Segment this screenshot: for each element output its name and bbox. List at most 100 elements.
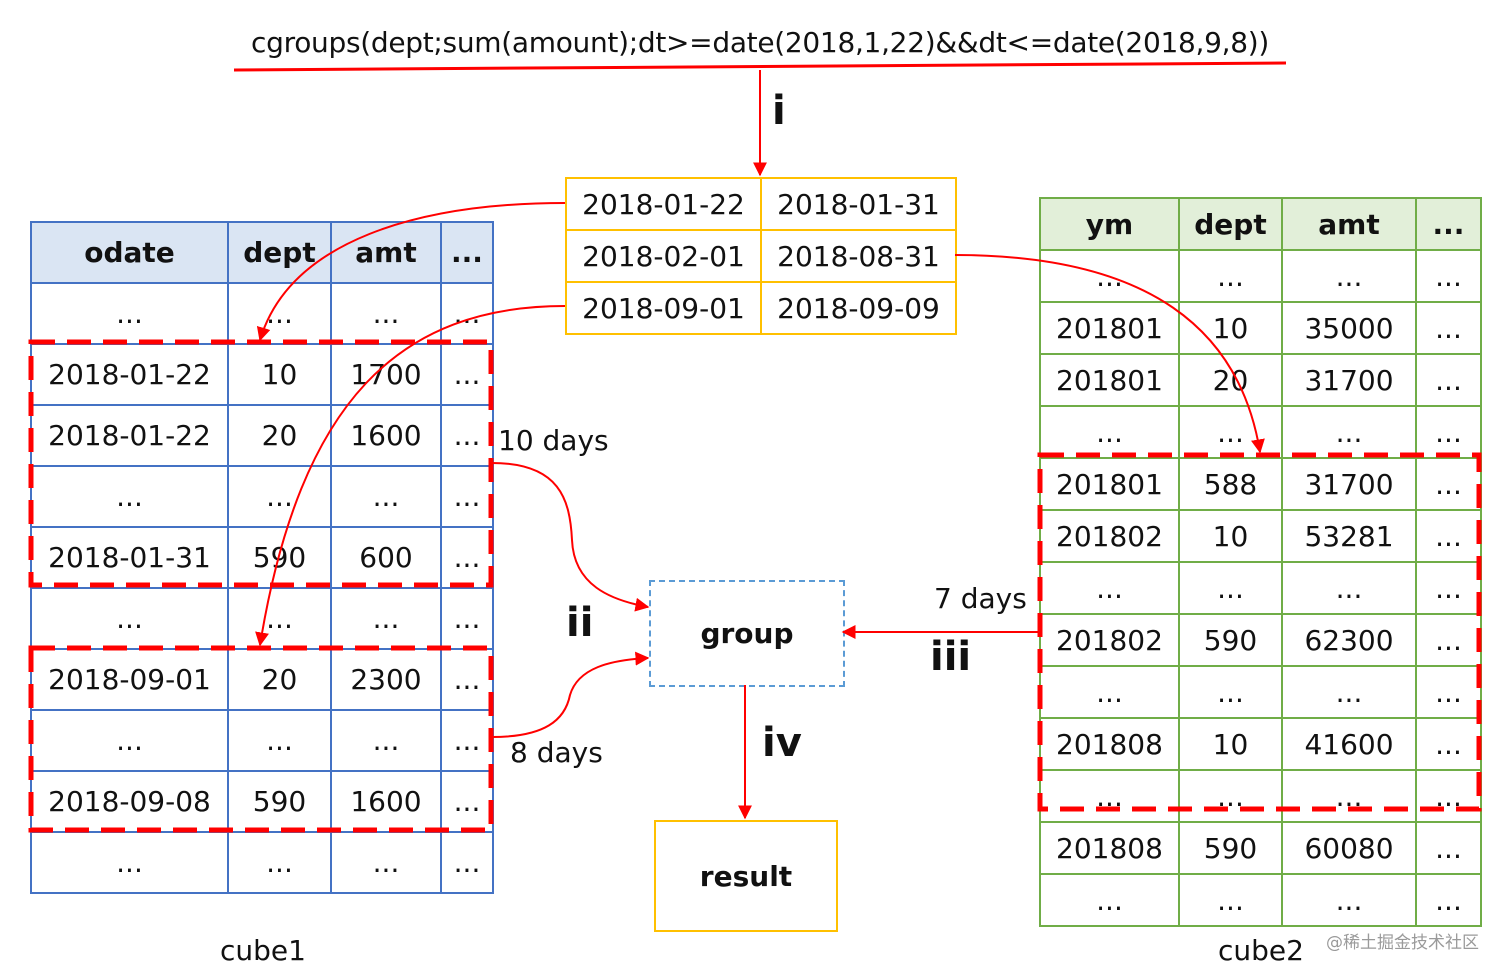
table-cell: ... [1415,613,1482,667]
table-cell: 2018-01-22 [30,343,229,406]
table-cell: 53281 [1281,509,1417,563]
table-cell: ... [330,587,442,650]
cube2-caption: cube2 [1218,934,1304,967]
table-cell: ... [1281,249,1417,303]
table-cell: 20 [1178,353,1283,407]
table-row: ............ [1039,249,1482,303]
query-formula: cgroups(dept;sum(amount);dt>=date(2018,1… [251,26,1269,59]
table-row: ............ [30,587,494,650]
column-header-dept: dept [227,221,332,284]
label-10-days: 10 days [498,424,609,457]
table-cell: ... [440,343,494,406]
table-cell: 590 [227,770,332,833]
table-cell: ... [227,709,332,772]
table-cell: ... [330,831,442,894]
table-cell: ... [1178,769,1283,823]
step-iv-label: iv [762,720,802,766]
table-cell: 201808 [1039,717,1180,771]
table-cell: ... [1415,249,1482,303]
table-cell: 590 [1178,821,1283,875]
table-cell: 1700 [330,343,442,406]
table-cell: 201802 [1039,613,1180,667]
table-cell: 590 [1178,613,1283,667]
table-cell: ... [1178,249,1283,303]
table-cell: ... [440,709,494,772]
table-cell: 201801 [1039,353,1180,407]
table-cell: ... [330,282,442,345]
table-cell: 201801 [1039,301,1180,355]
table-cell: 600 [330,526,442,589]
watermark: @稀土掘金技术社区 [1326,933,1479,953]
table-cell: 35000 [1281,301,1417,355]
table-cell: ... [1415,509,1482,563]
table-cell: ... [30,709,229,772]
table-cell: 1600 [330,770,442,833]
table-row: ............ [1039,561,1482,615]
table-cell: 201808 [1039,821,1180,875]
table-cell: ... [1415,717,1482,771]
table-cell: ... [330,465,442,528]
table-cell: ... [1281,405,1417,459]
table-cell: 10 [1178,509,1283,563]
column-header-amt: amt [1281,197,1417,251]
range-end-cell: 2018-08-31 [760,229,957,283]
date-range-table: 2018-01-22 2018-01-31 2018-02-01 2018-08… [565,177,957,335]
table-row: ............ [30,831,494,894]
arrow-block2-to-group [491,651,650,738]
table-cell: ... [1415,665,1482,719]
table-row: ............ [30,465,494,528]
cube1-caption: cube1 [220,934,306,967]
column-header-more: ... [1415,197,1482,251]
cube1-table: odate dept amt ... ............2018-01-2… [30,221,494,894]
column-header-amt: amt [330,221,442,284]
label-7-days: 7 days [934,582,1027,615]
table-cell: 31700 [1281,457,1417,511]
table-cell: ... [440,587,494,650]
table-cell: 201801 [1039,457,1180,511]
table-cell: ... [227,587,332,650]
table-cell: 590 [227,526,332,589]
table-row: ............ [30,282,494,345]
table-cell: ... [1039,873,1180,927]
table-cell: ... [440,404,494,467]
table-cell: ... [1039,249,1180,303]
table-cell: 2018-09-08 [30,770,229,833]
table-cell: ... [1039,665,1180,719]
table-cell: 10 [1178,717,1283,771]
table-cell: 10 [227,343,332,406]
step-ii-label: ii [566,600,594,646]
range-start-cell: 2018-01-22 [565,177,762,231]
table-cell: 10 [1178,301,1283,355]
table-cell: ... [30,465,229,528]
table-row: ............ [1039,405,1482,459]
table-cell: ... [1178,665,1283,719]
table-cell: ... [1415,561,1482,615]
column-header-ym: ym [1039,197,1180,251]
step-i-label: i [772,88,786,134]
table-cell: ... [440,770,494,833]
result-box: result [654,820,838,932]
table-cell: 1600 [330,404,442,467]
table-cell: ... [30,282,229,345]
table-cell: ... [1415,301,1482,355]
table-cell: ... [227,282,332,345]
column-header-odate: odate [30,221,229,284]
table-row: ............ [1039,873,1482,927]
arrow-block1-to-group [491,462,650,612]
label-8-days: 8 days [510,736,603,769]
table-cell: ... [1415,457,1482,511]
table-cell: ... [1415,873,1482,927]
step-iii-label: iii [930,634,972,680]
